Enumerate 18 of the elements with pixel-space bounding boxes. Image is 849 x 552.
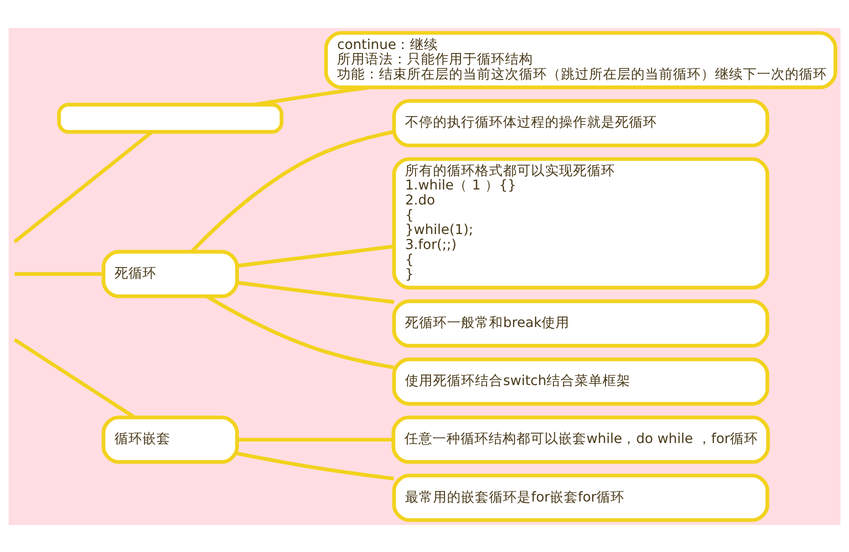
node-box: 不停的执行循环体过程的操作就是死循环 — [392, 98, 770, 147]
node-box: 死循环 — [102, 249, 239, 298]
node-box — [57, 102, 284, 134]
node-box: continue：继续 所用语法：只能作用于循环结构 功能：结束所在层的当前这次循环（跳过所在层的当前循环）继续下一次的循环 — [324, 30, 838, 89]
connector — [254, 85, 370, 106]
connector — [236, 451, 394, 480]
connector — [14, 338, 136, 418]
node-box: 所有的循环格式都可以实现死循环 1.while（ 1 ）{} 2.do { }while(1); 3.for(;;) { } — [392, 156, 770, 289]
connector — [237, 437, 394, 442]
node-box: 使用死循环结合switch结合菜单框架 — [392, 356, 770, 406]
connector — [236, 244, 394, 268]
connector — [190, 130, 394, 252]
node-box: 任意一种循环结构都可以嵌套while，do while ，for循环 — [392, 415, 770, 464]
node-box: 循环嵌套 — [102, 415, 239, 464]
node-box: 死循环一般常和break使用 — [392, 298, 770, 348]
connector — [14, 272, 104, 276]
connector — [237, 280, 394, 304]
node-box: 最常用的嵌套循环是for嵌套for循环 — [392, 473, 770, 522]
